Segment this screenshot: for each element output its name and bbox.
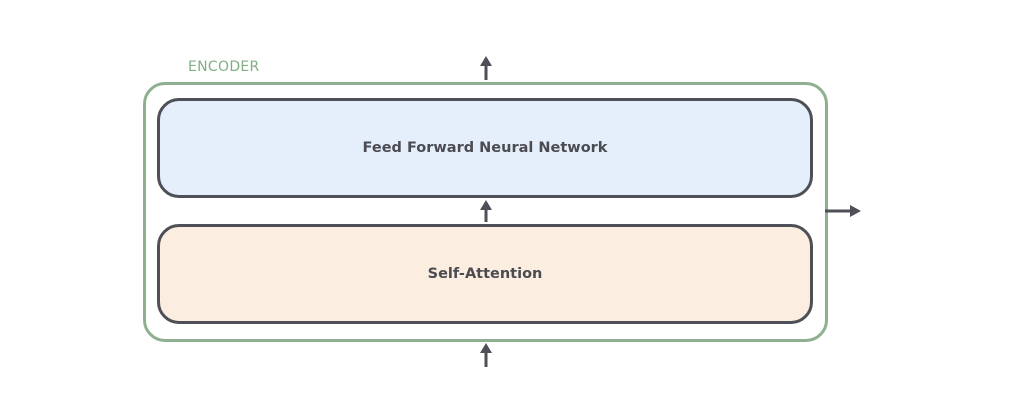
- side-arrow-right: [825, 205, 861, 217]
- output-arrow-up: [480, 56, 492, 80]
- feed-forward-label: Feed Forward Neural Network: [362, 140, 608, 156]
- self-attention-label: Self-Attention: [427, 266, 543, 282]
- feed-forward-layer: Feed Forward Neural Network: [157, 98, 813, 198]
- internal-arrow-up: [480, 200, 492, 222]
- encoder-label: ENCODER: [188, 59, 260, 75]
- input-arrow-up: [480, 343, 492, 367]
- self-attention-layer: Self-Attention: [157, 224, 813, 324]
